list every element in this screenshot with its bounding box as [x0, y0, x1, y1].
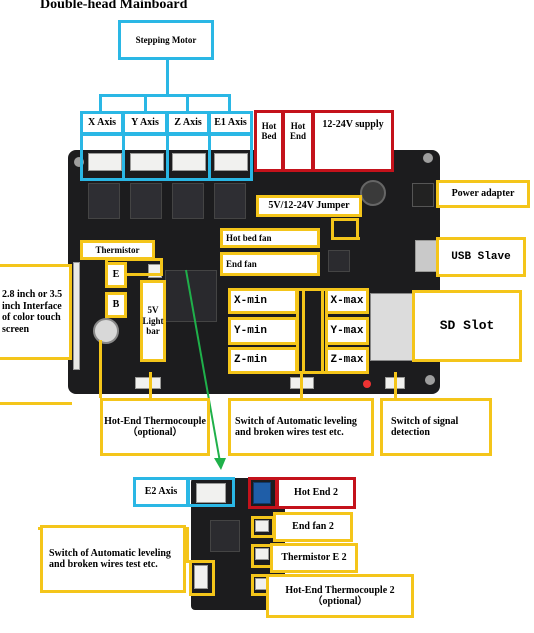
- connector-line: [228, 94, 231, 114]
- connector-line: [300, 372, 303, 400]
- x-min-label: X-min: [228, 288, 298, 314]
- end-fan-label: End fan: [220, 252, 320, 276]
- hot-end-label: Hot End: [282, 110, 314, 172]
- supply-label: 12-24V supply: [312, 110, 394, 172]
- connector-line: [99, 94, 230, 97]
- switch-auto-level-2-label: Switch of Automatic leveling and broken …: [40, 525, 186, 593]
- hot-bed-label: Hot Bed: [254, 110, 284, 172]
- jumper-label: 5V/12-24V Jumper: [256, 195, 362, 217]
- axis-divider: [166, 133, 169, 181]
- mounting-hole: [74, 157, 84, 167]
- connector-line: [166, 58, 169, 96]
- thermocouple-connector: [135, 377, 161, 389]
- screen-connector: [73, 262, 80, 370]
- thermistor-label: Thermistor: [80, 240, 155, 260]
- connector-line: [99, 340, 102, 398]
- hot-end-thermocouple-2-label: Hot-End Thermocouple 2 （optional）: [266, 574, 414, 618]
- stepper-connector-e1: [214, 153, 248, 171]
- switch-signal-label: Switch of signal detection: [380, 398, 492, 456]
- y-axis-label: Y Axis: [122, 111, 168, 135]
- leveling-2-connector: [194, 565, 208, 589]
- mounting-hole: [425, 375, 435, 385]
- z-max-label: Z-max: [325, 347, 369, 374]
- capacitor: [360, 180, 386, 206]
- usb-slave-label: USB Slave: [436, 237, 526, 277]
- switch-auto-level-2-frame: [189, 560, 215, 596]
- driver-chip: [172, 183, 204, 219]
- end-fan-2-frame: [251, 516, 275, 538]
- thermistor-e2-connector: [255, 548, 269, 560]
- connector-line: [144, 94, 147, 114]
- buzzer: [93, 318, 119, 344]
- e1-axis-label: E1 Axis: [208, 111, 253, 135]
- e-label: E: [105, 262, 127, 288]
- stepper-connector-z: [172, 153, 206, 171]
- driver-chip: [130, 183, 162, 219]
- usb-chip: [328, 250, 350, 272]
- hot-end-2-label: Hot End 2: [276, 477, 356, 509]
- power-adapter-jack: [412, 183, 434, 207]
- sd-slot-label: SD Slot: [412, 290, 522, 362]
- jumper-pointer: [331, 218, 359, 240]
- connector-line: [186, 94, 189, 114]
- x-axis-label: X Axis: [80, 111, 124, 135]
- page-title: Double-head Mainboard: [40, 0, 188, 12]
- b-label: B: [105, 292, 127, 318]
- connector-line: [149, 372, 152, 400]
- y-max-label: Y-max: [325, 317, 369, 345]
- e2-stepper-connector: [196, 483, 226, 503]
- z-axis-label: Z Axis: [166, 111, 210, 135]
- hot-bed-fan-label: Hot bed fan: [220, 228, 320, 248]
- connector-line: [99, 94, 102, 114]
- led-red: [363, 380, 371, 388]
- hot-end-2-frame: [248, 477, 278, 509]
- stepping-motor-label: Stepping Motor: [118, 20, 214, 60]
- driver-chip: [214, 183, 246, 219]
- connector-line: [394, 372, 397, 400]
- driver-chip: [88, 183, 120, 219]
- e2-axis-frame: [187, 477, 235, 507]
- hot-end-thermocouple-label: Hot-End Thermocouple （optional）: [100, 398, 210, 456]
- light-bar-label: 5V Light bar: [140, 280, 166, 362]
- end-fan-2-label: End fan 2: [273, 512, 353, 542]
- hot-end-2-terminal: [253, 482, 271, 504]
- stepper-connector-x: [88, 153, 122, 171]
- x-max-label: X-max: [325, 288, 369, 314]
- e2-axis-label: E2 Axis: [133, 477, 189, 507]
- mounting-hole: [423, 153, 433, 163]
- touch-screen-label: 2.8 inch or 3.5 inch Interface of color …: [0, 264, 72, 360]
- e2-driver-chip: [210, 520, 240, 552]
- z-min-label: Z-min: [228, 347, 298, 374]
- axis-divider: [122, 133, 125, 181]
- thermistor-e2-label: Thermistor E 2: [270, 543, 358, 573]
- stepper-connector-y: [130, 153, 164, 171]
- connector-line: [186, 527, 189, 563]
- end-fan-2-connector: [255, 520, 269, 532]
- y-min-label: Y-min: [228, 317, 298, 345]
- connector-line: [0, 402, 72, 405]
- axis-divider: [208, 133, 211, 181]
- switch-auto-level-label: Switch of Automatic leveling and broken …: [228, 398, 374, 456]
- power-adapter-label: Power adapter: [436, 180, 530, 208]
